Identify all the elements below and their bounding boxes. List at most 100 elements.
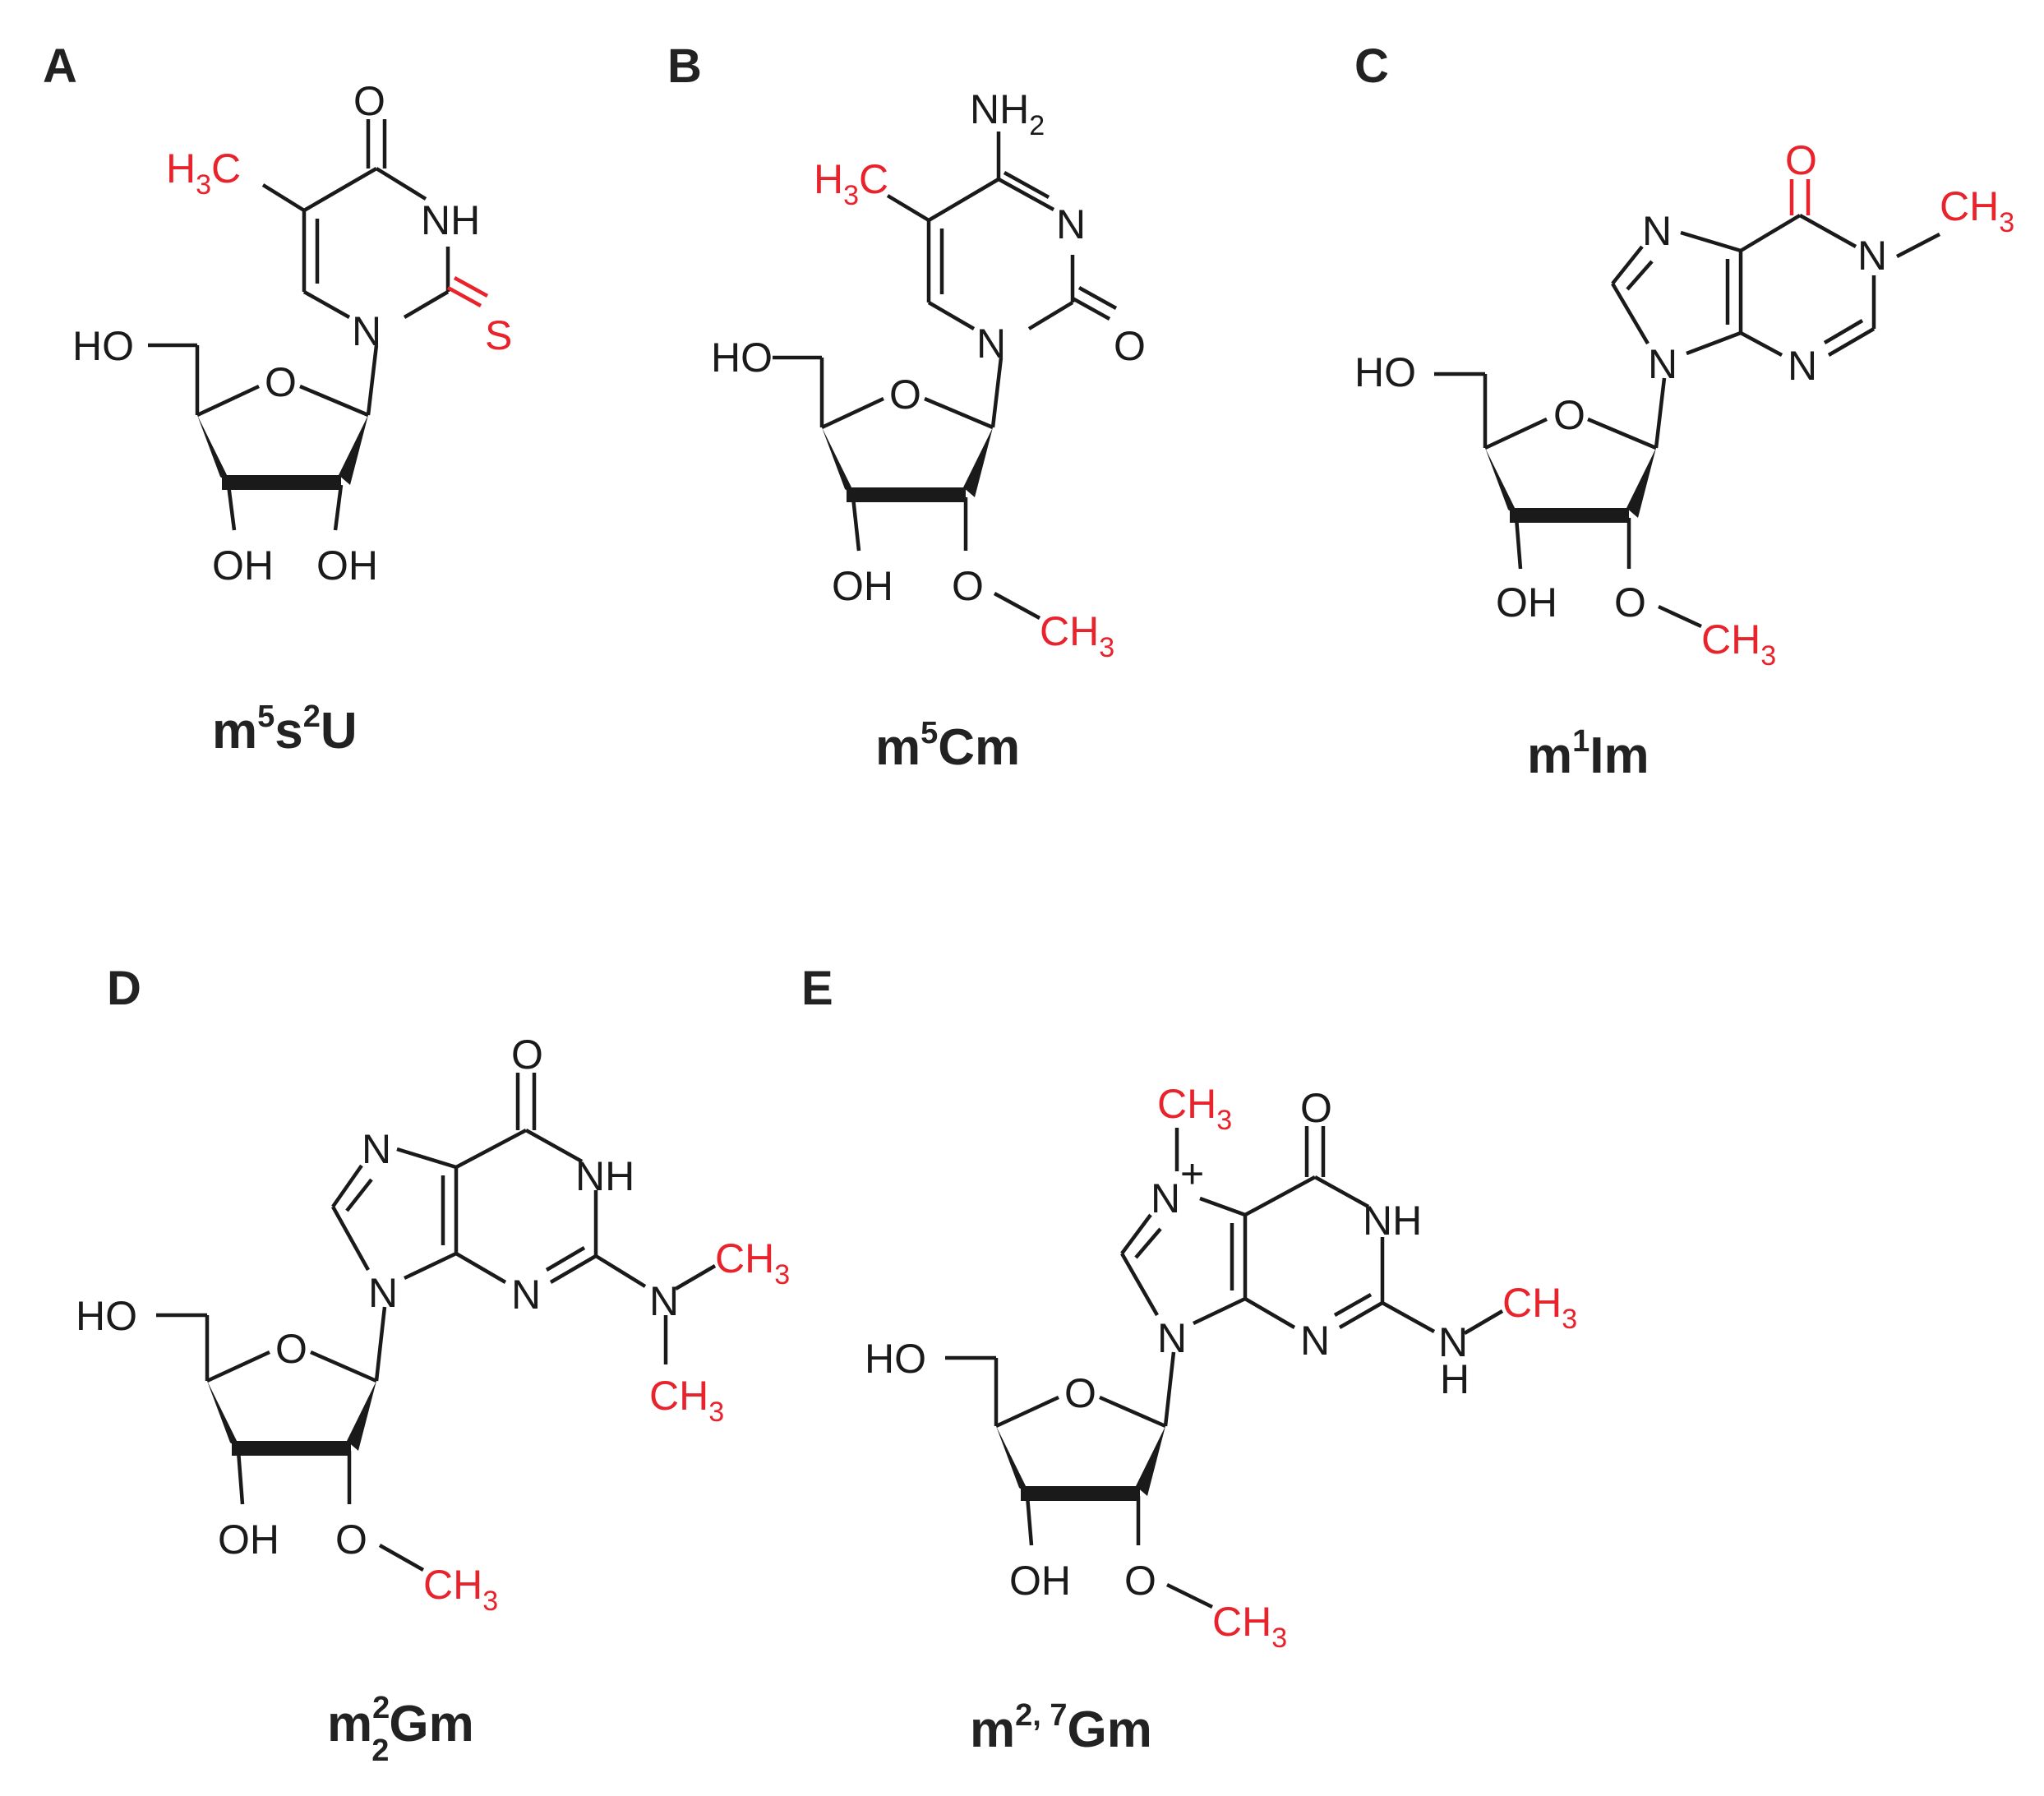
atom-c-n9: N [1648, 341, 1677, 387]
panel-label-b: B [667, 39, 702, 93]
wedge-e-c3p-c2p [1021, 1486, 1140, 1501]
bond-a-c2p-oh [333, 484, 344, 531]
bond-a-c4-c5 [302, 167, 378, 212]
atom-c-n7: N [1642, 208, 1672, 254]
bond-c-c5-c6 [1739, 214, 1802, 252]
bond-d-n9-c4 [404, 1251, 457, 1281]
bond-d-c6-n1 [524, 1129, 584, 1163]
bond-c-n3-c4 [1739, 331, 1783, 357]
bond-e-nh-ch3 [1463, 1309, 1504, 1335]
wedge-e-c2p-c1p [1136, 1426, 1165, 1496]
atom-e-ch3-amine: CH3 [1502, 1280, 1577, 1335]
atom-d-o-methoxy: O [335, 1517, 367, 1563]
bond-c-c2-n3 [1827, 327, 1876, 357]
atom-a-oh2: OH [316, 542, 378, 589]
wedge-b-c3p-c2p [847, 487, 966, 502]
bond-d-c5-c6 [454, 1129, 528, 1169]
atom-e-o-ring: O [1064, 1370, 1096, 1416]
bond-a-n1-c1p [366, 344, 379, 416]
bond-d-c2-n3-double [545, 1246, 586, 1272]
wedge-c-c4p-c3p [1485, 448, 1520, 518]
bond-c-c1p-o [1587, 417, 1657, 450]
bond-b-n3-c4-double [1003, 171, 1050, 199]
atom-d-n9: N [368, 1270, 398, 1316]
bond-d-n3-c4 [454, 1252, 507, 1284]
bond-b-c4-c5 [927, 178, 1000, 222]
atom-b-n3: N [1056, 201, 1086, 247]
bond-c-o-ch3 [1658, 604, 1702, 629]
panel-a: A O NH S N HO O OH OH H3C m5s2U [43, 39, 512, 759]
bond-a-c6-n1 [302, 290, 351, 319]
bond-a-c2-s [446, 286, 482, 307]
atom-d-ch3-methoxy: CH3 [423, 1562, 498, 1617]
atom-b-o-ring: O [889, 372, 921, 418]
bond-e-c1p-o [1099, 1395, 1166, 1429]
wedge-d-c3p-c2p [232, 1441, 351, 1456]
bond-c-c6-n1 [1798, 214, 1857, 248]
bond-b-c3p-oh [851, 496, 861, 552]
panel-label-c: C [1354, 39, 1389, 93]
atom-e-ho: HO [865, 1336, 926, 1382]
bond-b-c2-o [1071, 297, 1111, 321]
bond-c-c2-n3-double [1823, 319, 1864, 344]
bond-d-c3p-oh [236, 1450, 245, 1505]
bond-d-c1p-o [310, 1350, 377, 1383]
bond-c-n9-c1p [1654, 377, 1667, 449]
bond-d-c5-n7 [396, 1147, 457, 1170]
bond-e-o-ch3 [1166, 1582, 1213, 1609]
bond-c-n7-c8 [1611, 245, 1644, 285]
atom-c-n1: N [1857, 233, 1887, 279]
bond-e-o-c4p [995, 1395, 1059, 1429]
bond-b-c6-n1 [927, 301, 976, 330]
atom-d-nh: NH [575, 1153, 634, 1199]
bond-a-n3-c4 [375, 167, 427, 201]
atom-c-ho: HO [1354, 349, 1416, 395]
atom-d-oh: OH [218, 1517, 279, 1563]
panel-label-a: A [43, 39, 77, 93]
bond-d-c2-n3 [549, 1254, 598, 1284]
wedge-a-c2p-c1p [339, 415, 368, 485]
bond-d-c2-n [594, 1254, 647, 1288]
atom-c-o-methoxy: O [1614, 579, 1646, 626]
atom-d-o6: O [511, 1032, 543, 1078]
bond-d-o-ch3 [378, 1544, 425, 1572]
atom-b-o2: O [1114, 323, 1146, 369]
bond-d-c8-n9 [331, 1205, 370, 1272]
bond-e-c2-nh [1381, 1301, 1436, 1333]
bond-c-c8-n9 [1611, 282, 1650, 345]
bond-a-n1-c2 [403, 290, 450, 319]
panel-e: E CH3 N + O NH N N N [801, 962, 1577, 1758]
atom-e-n3: N [1300, 1318, 1330, 1364]
atom-c-oh: OH [1496, 579, 1557, 626]
atom-c-n3: N [1788, 343, 1817, 389]
atom-d-n3: N [511, 1272, 541, 1318]
atom-a-o-ring: O [265, 359, 297, 405]
bond-e-c5-n7 [1199, 1196, 1246, 1217]
bond-c-n7-c8-double [1626, 260, 1654, 291]
atom-d-o-ring: O [275, 1326, 307, 1372]
bond-d-n9-c1p [374, 1306, 387, 1382]
bond-c-c5-n7 [1680, 230, 1742, 253]
atom-b-oh: OH [832, 563, 893, 609]
atom-e-n-amine: N [1438, 1319, 1468, 1365]
atom-e-n7: N [1151, 1175, 1180, 1221]
wedge-c-c3p-c2p [1510, 508, 1629, 523]
atom-a-nh: NH [421, 197, 480, 243]
atom-b-n1: N [976, 321, 1006, 367]
bond-a-c3p-oh [226, 484, 237, 531]
atom-b-ho: HO [711, 335, 773, 381]
atom-e-o-methoxy: O [1124, 1558, 1156, 1604]
atom-c-o-ring: O [1553, 392, 1585, 438]
compound-name-a: m5s2U [212, 699, 358, 759]
atom-e-n9: N [1157, 1315, 1187, 1361]
wedge-b-c2p-c1p [963, 427, 993, 497]
bond-c-c3p-oh [1514, 517, 1523, 570]
atom-b-methyl: H3C [814, 156, 888, 211]
bond-b-n3-c4 [997, 178, 1055, 211]
bond-b-o-c4p [821, 396, 884, 430]
atom-e-o6: O [1300, 1085, 1332, 1131]
panel-d: D O NH N N N N CH3 C [76, 962, 790, 1768]
bond-e-c5-c6 [1243, 1175, 1317, 1217]
bond-b-o-ch3 [993, 592, 1041, 620]
